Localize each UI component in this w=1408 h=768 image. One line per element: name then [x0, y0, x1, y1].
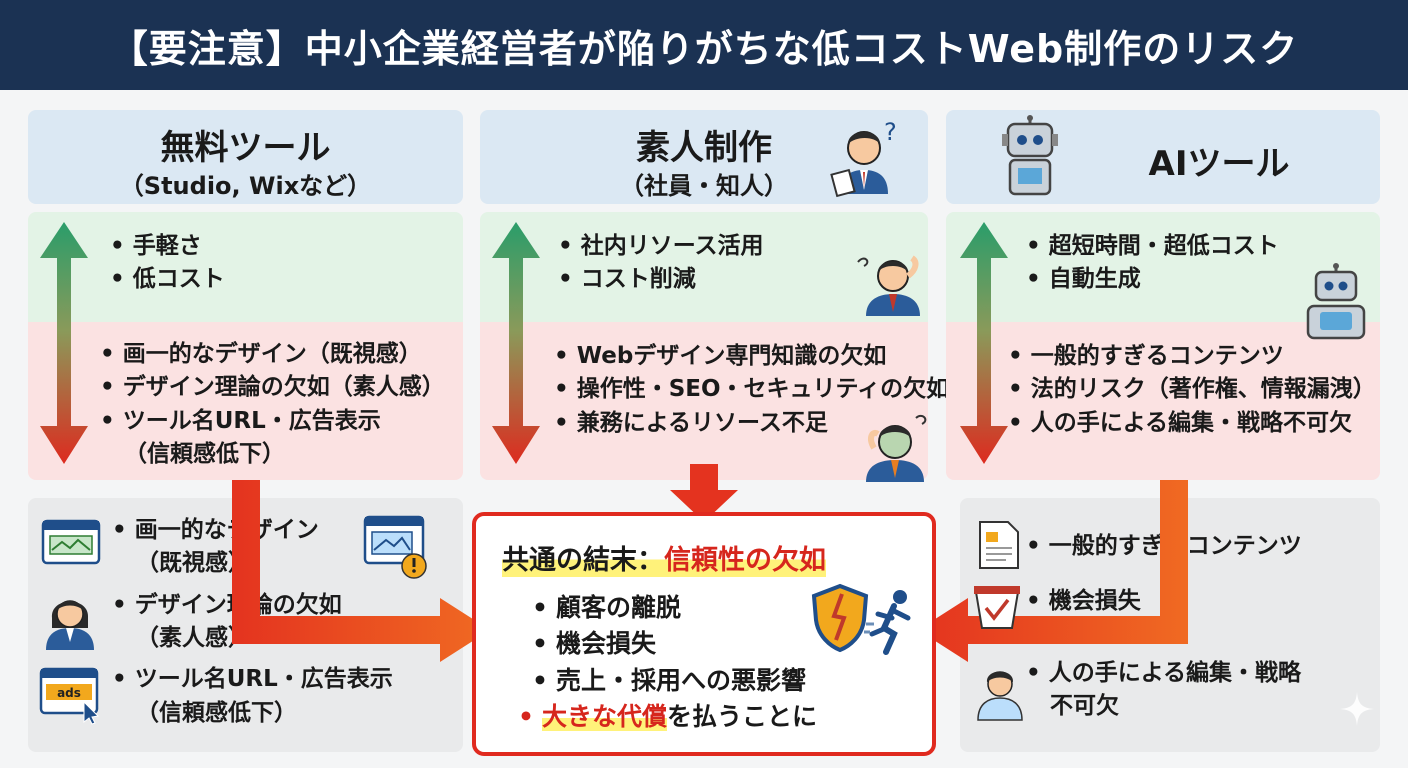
outcome-title-prefix: 共通の結末： — [502, 545, 664, 576]
column-subtitle: （Studio, Wixなど） — [119, 172, 372, 200]
sparkle-icon — [1340, 692, 1374, 726]
common-outcome-box: 共通の結末：信頼性の欠如 顧客の離脱 機会損失 売上・採用への悪影響 大きな代償… — [472, 512, 936, 756]
con-item: 操作性・SEO・セキュリティの欠如 — [554, 373, 949, 406]
question-mark-icon: ? — [884, 118, 897, 146]
con-item: 一般的すぎるコンテンツ — [1008, 340, 1376, 373]
confused-person-icon — [857, 255, 920, 316]
website-warning-icon — [363, 515, 427, 579]
outcome-title: 共通の結末：信頼性の欠如 — [502, 538, 826, 577]
column-free-tools-cons: 画一的なデザイン（既視感） デザイン理論の欠如（素人感） ツール名URL・広告表… — [28, 322, 463, 480]
column-ai-pros: 超短時間・超低コスト 自動生成 — [946, 212, 1380, 322]
column-subtitle: （社員・知人） — [620, 172, 788, 200]
detail-item-note: 不可欠 — [1050, 693, 1119, 720]
stressed-person-icon — [866, 414, 927, 482]
column-free-tools-pros: 手軽さ 低コスト — [28, 212, 463, 322]
con-item: Webデザイン専門知識の欠如 — [554, 340, 949, 373]
pro-item: 超短時間・超低コスト — [1026, 230, 1279, 263]
column-ai-cons: 一般的すぎるコンテンツ 法的リスク（著作権、情報漏洩） 人の手による編集・戦略不… — [946, 322, 1380, 480]
detail-item: 画一的なデザイン — [112, 514, 393, 547]
worried-staff-icon — [830, 131, 888, 198]
detail-item: 人の手による編集・戦略 — [1026, 657, 1302, 690]
template-website-icon — [41, 519, 101, 565]
detail-item-note: （素人感） — [136, 625, 251, 652]
outcome-final: 大きな代償を払うことに — [518, 699, 817, 735]
robot-icon — [1002, 115, 1058, 196]
con-item: デザイン理論の欠如（素人感） — [100, 371, 445, 404]
pro-item: コスト削減 — [558, 263, 764, 296]
column-title: 無料ツール — [160, 128, 331, 168]
robot-small-icon — [1306, 263, 1366, 340]
missed-opportunity-icon — [974, 586, 1020, 629]
generic-document-icon — [979, 521, 1019, 569]
pro-item: 自動生成 — [1026, 263, 1279, 296]
column-free-tools-header: 無料ツール （Studio, Wixなど） — [28, 110, 463, 204]
outcome-item: 機会損失 — [532, 626, 817, 662]
con-item: 画一的なデザイン（既視感） — [100, 338, 445, 371]
detail-item: デザイン理論の欠如 — [112, 589, 393, 622]
pro-item: 手軽さ — [110, 230, 225, 263]
detail-item-note: （信頼感低下） — [136, 699, 297, 726]
column-title: 素人制作 — [636, 128, 772, 168]
con-item: ツール名URL・広告表示 — [100, 405, 445, 438]
con-item: 人の手による編集・戦略不可欠 — [1008, 407, 1376, 440]
column-amateur-cons: Webデザイン専門知識の欠如 操作性・SEO・セキュリティの欠如 兼務によるリソ… — [480, 322, 949, 480]
female-staff-icon — [46, 600, 94, 650]
outcome-final-suffix: を払うことに — [667, 701, 818, 731]
ads-browser-icon: ads — [39, 667, 100, 725]
broken-shield-icon — [811, 583, 869, 653]
detail-item: ツール名URL・広告表示 — [112, 663, 393, 696]
con-item-note: （信頼感低下） — [124, 441, 285, 468]
outcome-item: 売上・採用への悪影響 — [532, 663, 817, 699]
detail-item-note: （既視感） — [136, 550, 251, 577]
column-amateur-pros: 社内リソース活用 コスト削減 — [480, 212, 928, 322]
column-title: AIツール — [1148, 144, 1290, 184]
con-item: 兼務によるリソース不足 — [554, 407, 949, 440]
running-person-icon — [864, 590, 911, 655]
con-item: 法的リスク（著作権、情報漏洩） — [1008, 373, 1376, 406]
outcome-item: 顧客の離脱 — [532, 590, 817, 626]
outcome-title-highlight: 信頼性の欠如 — [664, 545, 826, 576]
page-title: 【要注意】中小企業経営者が陥りがちな低コストWeb制作のリスク — [0, 0, 1408, 90]
page-title-text: 【要注意】中小企業経営者が陥りがちな低コストWeb制作のリスク — [109, 26, 1299, 71]
editor-person-icon — [977, 671, 1023, 721]
pro-item: 社内リソース活用 — [558, 230, 764, 263]
detail-item: 機会損失 — [1026, 585, 1302, 618]
detail-item: 一般的すぎるコンテンツ — [1026, 530, 1302, 563]
ads-label: ads — [57, 686, 81, 700]
pro-item: 低コスト — [110, 263, 225, 296]
outcome-final-highlight: 大きな代償 — [541, 701, 667, 731]
